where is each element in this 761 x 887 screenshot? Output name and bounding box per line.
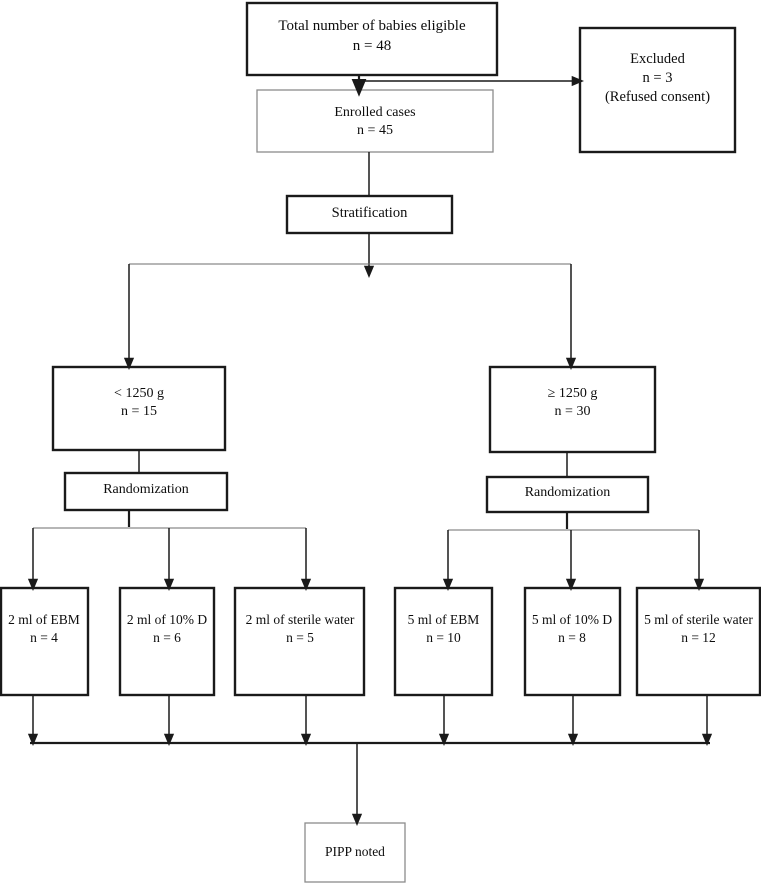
box-arm1 (0, 586, 90, 697)
box-enrolled (256, 89, 494, 153)
box-weight-low (51, 365, 227, 452)
box-randomization-right (485, 475, 650, 514)
box-randomization-left (63, 471, 229, 512)
box-arm6 (635, 586, 761, 697)
box-outcome (304, 822, 406, 883)
box-arm2 (118, 586, 216, 697)
box-arm3 (233, 586, 366, 697)
box-excluded (578, 26, 737, 154)
box-weight-high (488, 365, 657, 454)
box-eligible (245, 1, 499, 77)
box-stratification (285, 194, 454, 235)
box-arm4 (393, 586, 494, 697)
box-arm5 (523, 586, 622, 697)
